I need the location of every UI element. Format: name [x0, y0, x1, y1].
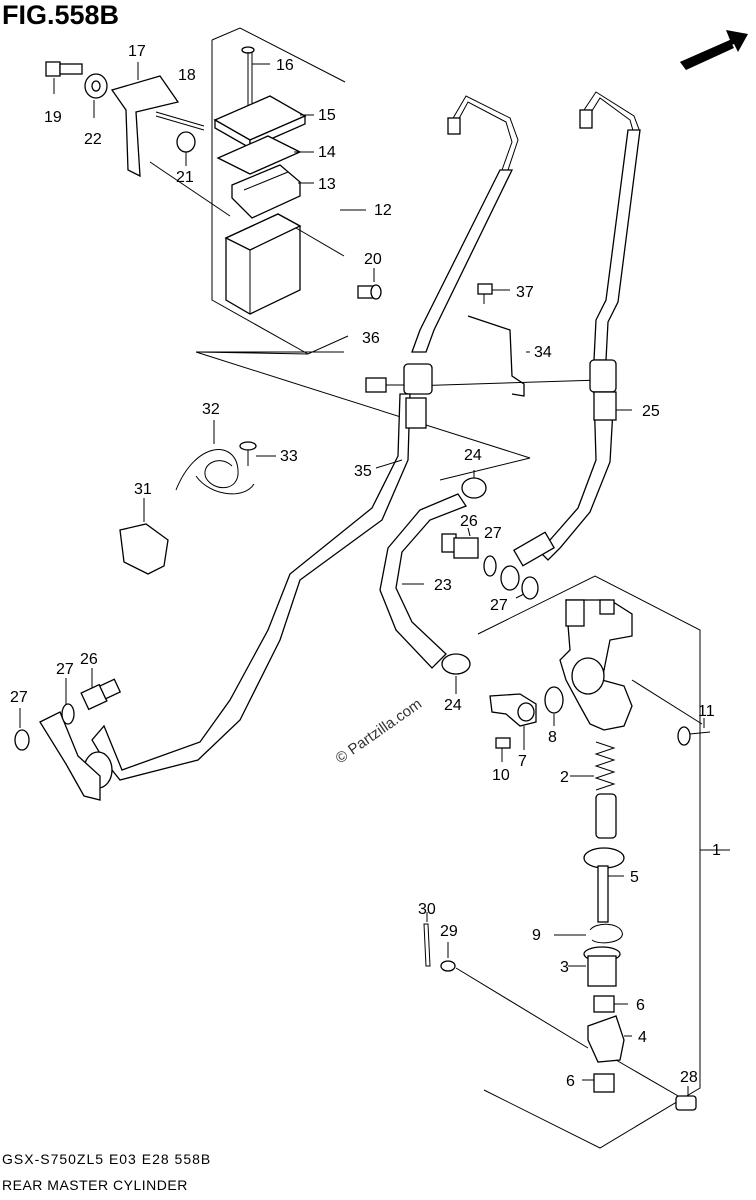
- brake-pipe-left: [411, 95, 519, 353]
- callout-36: 36: [362, 330, 380, 347]
- watermark: © Partzilla.com: [333, 695, 426, 767]
- callout-10: 10: [492, 767, 510, 784]
- o-ring-8: [544, 686, 564, 726]
- callout-24a: 24: [464, 447, 482, 464]
- nut-6-lower: [582, 1073, 615, 1093]
- spring-clip-32: [175, 420, 255, 495]
- callout-30: 30: [418, 901, 436, 918]
- pin-28: [675, 1086, 697, 1111]
- washer-27-a: [483, 555, 497, 577]
- callout-27b: 27: [490, 597, 508, 614]
- callout-3: 3: [560, 959, 569, 976]
- callout-12: 12: [374, 202, 392, 219]
- collar-21: [176, 131, 196, 166]
- bracket-17: [110, 62, 231, 217]
- fitting-7: [489, 693, 537, 750]
- callout-25: 25: [642, 403, 660, 420]
- callout-11: 11: [698, 703, 715, 720]
- callout-32: 32: [202, 401, 220, 418]
- union-bolt-26-upper: [441, 527, 479, 559]
- callout-2: 2: [560, 769, 569, 786]
- callout-26b: 26: [80, 651, 98, 668]
- bolt-37: [477, 283, 510, 304]
- brake-pipe-right: [579, 91, 641, 361]
- callout-29: 29: [440, 923, 458, 940]
- callout-27c: 27: [56, 661, 74, 678]
- figure-title: FIG.558B: [2, 0, 120, 30]
- circlip-9: [554, 923, 623, 944]
- callout-14: 14: [318, 144, 336, 161]
- callout-33: 33: [280, 448, 298, 465]
- callout-4: 4: [638, 1029, 647, 1046]
- clamp-bracket-34: [365, 315, 617, 397]
- callout-24b: 24: [444, 697, 462, 714]
- callout-18: 18: [178, 67, 196, 84]
- model-code: GSX-S750ZL5 E03 E28 558B: [2, 1151, 212, 1167]
- callout-26a: 26: [460, 513, 478, 530]
- callout-23: 23: [434, 577, 452, 594]
- piston-assembly-2: [570, 741, 617, 839]
- callout-13: 13: [318, 176, 336, 193]
- hose-clip-24-lower: [441, 653, 471, 694]
- callout-28: 28: [680, 1069, 698, 1086]
- washer-27-d: [14, 708, 30, 751]
- callout-35: 35: [354, 463, 372, 480]
- callout-22: 22: [84, 131, 102, 148]
- callout-6a: 6: [636, 997, 645, 1014]
- callout-34: 34: [534, 344, 552, 361]
- callout-16: 16: [276, 57, 294, 74]
- nut-6-upper: [593, 995, 628, 1013]
- hose-clip-24-upper: [461, 470, 487, 499]
- callout-19: 19: [44, 109, 62, 126]
- bolt-11: [677, 718, 711, 746]
- bolt-20: [357, 268, 382, 300]
- callout-20: 20: [364, 251, 382, 268]
- bolt-19: [45, 61, 83, 94]
- clamp-31: [119, 498, 169, 575]
- master-cylinder-outline: [477, 575, 701, 1149]
- callout-8: 8: [548, 729, 557, 746]
- callout-5: 5: [630, 869, 639, 886]
- callout-37: 37: [516, 284, 534, 301]
- plate-14: [216, 135, 314, 175]
- washer-27-c: [61, 678, 75, 725]
- callout-6b: 6: [566, 1073, 575, 1090]
- callout-27a: 27: [484, 525, 502, 542]
- callout-27d: 27: [10, 689, 28, 706]
- callout-21: 21: [176, 169, 194, 186]
- push-rod-5: [583, 847, 625, 923]
- washer-29: [440, 942, 589, 1049]
- grommet-22: [84, 73, 108, 118]
- hose-23: [379, 493, 467, 669]
- washer-27-b: [515, 576, 539, 600]
- screw-33: [239, 441, 276, 466]
- boot-3: [568, 946, 621, 987]
- fwd-arrow-icon: FWD: [680, 30, 748, 81]
- callout-1: 1: [712, 842, 721, 859]
- callout-7: 7: [518, 753, 527, 770]
- section-name: REAR MASTER CYLINDER: [2, 1177, 188, 1193]
- diaphragm-13: [231, 164, 314, 219]
- pin-18: [155, 111, 205, 131]
- hose-35: [39, 393, 427, 801]
- callout-9: 9: [532, 927, 541, 944]
- cotter-pin-30: [423, 912, 431, 967]
- screw-10: [495, 737, 511, 762]
- callout-labels: 1 2 3 4 5 6 6 7 8 9 10 11 12 13 14 15 16…: [10, 43, 721, 1090]
- callout-31: 31: [134, 481, 152, 498]
- union-bolt-26-lower: [80, 668, 122, 711]
- callout-15: 15: [318, 107, 336, 124]
- master-cylinder-body: [559, 599, 703, 731]
- callout-17: 17: [128, 43, 146, 60]
- hose-25: [500, 391, 632, 591]
- reservoir-body-12: [224, 209, 366, 315]
